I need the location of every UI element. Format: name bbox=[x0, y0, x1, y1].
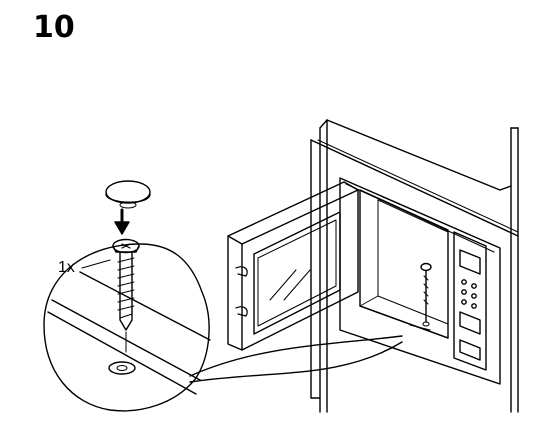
label-leader-line bbox=[82, 260, 110, 268]
microwave-icon bbox=[340, 178, 500, 384]
down-arrow-icon bbox=[115, 210, 129, 234]
screw-icon bbox=[113, 240, 139, 353]
quantity-label: 1x bbox=[58, 259, 75, 276]
cover-cap-icon bbox=[106, 181, 150, 208]
detail-callout bbox=[44, 244, 402, 411]
cabinet bbox=[311, 120, 518, 412]
microwave-door bbox=[228, 182, 358, 350]
step-number: 10 bbox=[33, 10, 75, 45]
